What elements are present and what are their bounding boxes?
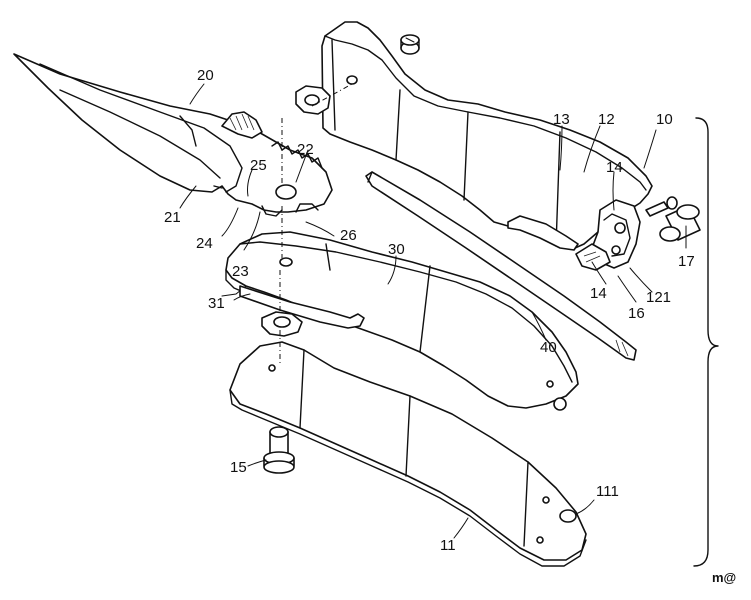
- label-121: 121: [646, 289, 671, 306]
- label-12: 12: [598, 111, 615, 128]
- label-40: 40: [540, 339, 557, 356]
- pivot-washer-bottom-part: [261, 311, 303, 337]
- label-10: 10: [656, 111, 673, 128]
- label-16: 16: [628, 305, 645, 322]
- pivot-screw-part: [263, 426, 295, 474]
- lock-bar-part: [365, 171, 637, 361]
- assembly-centerlines: [279, 83, 353, 366]
- label-15: 15: [230, 459, 247, 476]
- corner-mark: m@: [712, 570, 736, 585]
- pivot-washer-top-part: [295, 85, 331, 115]
- label-25: 25: [250, 157, 267, 174]
- label-31: 31: [208, 295, 225, 312]
- label-111: 111: [596, 483, 619, 500]
- label-13: 13: [553, 111, 570, 128]
- label-22: 22: [297, 141, 314, 158]
- label-21: 21: [164, 209, 181, 226]
- assembly-brace: [693, 117, 719, 567]
- label-24: 24: [196, 235, 213, 252]
- handle-frame-part: [321, 21, 653, 271]
- label-14-top: 14: [606, 159, 623, 176]
- leader-lines: [179, 83, 687, 539]
- label-26: 26: [340, 227, 357, 244]
- label-23: 23: [232, 263, 249, 280]
- spring-strip-part: [239, 285, 365, 329]
- label-14-bottom: 14: [590, 285, 607, 302]
- blade-part: [13, 53, 333, 217]
- label-30: 30: [388, 241, 405, 258]
- reference-numerals: 20 21 24 25 22 23 26 30 31 40 13 12 10 1…: [164, 67, 736, 585]
- label-20: 20: [197, 67, 214, 84]
- label-11: 11: [440, 537, 456, 554]
- label-17: 17: [678, 253, 695, 270]
- handle-scale-part: [229, 341, 587, 567]
- pin-and-sleeve-part: [645, 196, 701, 242]
